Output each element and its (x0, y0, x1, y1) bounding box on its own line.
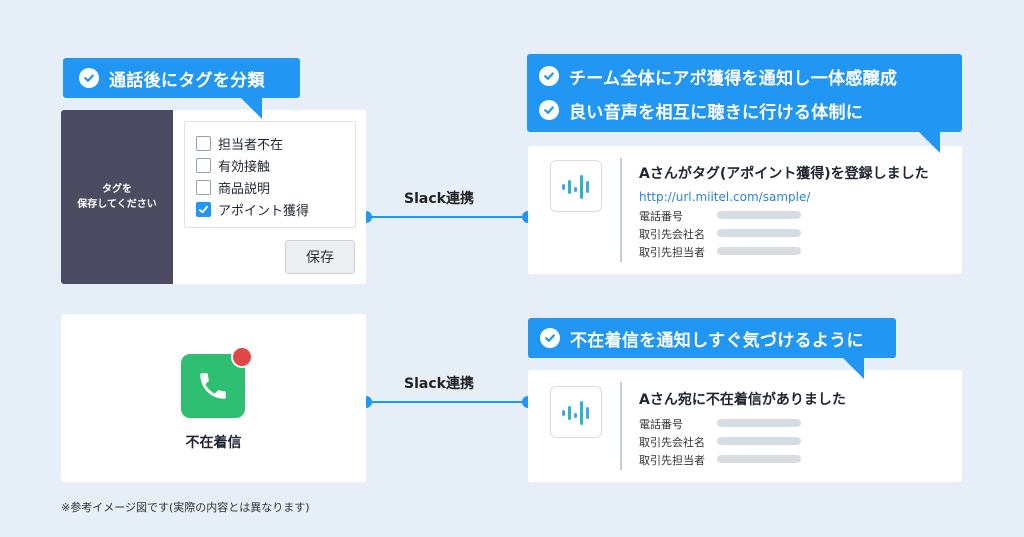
check-circle-icon (540, 328, 560, 348)
tag-panel-side-line2: 保存してください (77, 199, 157, 210)
save-button[interactable]: 保存 (285, 240, 355, 274)
field-label-company: 取引先会社名 (639, 436, 705, 449)
callout-missed-notify: 不在着信を通知しすぐ気づけるように (528, 318, 896, 358)
slack-link-label-bottom: Slack連携 (404, 376, 474, 392)
message-divider (620, 382, 622, 470)
checkbox[interactable] (196, 157, 211, 173)
field-placeholder-bar (717, 211, 801, 219)
callout-tail (240, 97, 262, 119)
message-title: Aさん宛に不在着信がありました (639, 392, 846, 408)
field-label-contact: 取引先担当者 (639, 246, 705, 259)
tag-checkbox-list: 担当者不在 有効接触 商品説明 アポイント獲得 (184, 121, 356, 228)
slack-message-card: Aさん宛に不在着信がありました 電話番号 取引先会社名 取引先担当者 (528, 370, 962, 482)
field-placeholder-bar (717, 437, 801, 445)
tag-option-label: 担当者不在 (218, 137, 284, 153)
callout-tail (918, 131, 940, 153)
audio-wave-icon (550, 386, 602, 438)
notification-badge-icon (231, 346, 253, 368)
missed-call-label: 不在着信 (185, 435, 242, 451)
callout-notify-team: チーム全体にアポ獲得を通知し一体感醸成 良い音声を相互に聴きに行ける体制に (527, 54, 962, 132)
footnote: ※参考イメージ図です(実際の内容とは異なります) (61, 501, 310, 514)
tag-option[interactable]: アポイント獲得 (185, 198, 355, 220)
field-placeholder-bar (717, 419, 801, 427)
tag-panel-side-line1: タグを (102, 183, 132, 195)
tag-panel-sidebar: タグを 保存してください (61, 110, 173, 284)
message-divider (620, 158, 622, 262)
field-label-contact: 取引先担当者 (639, 454, 705, 467)
field-label-phone: 電話番号 (639, 418, 683, 431)
field-label-phone: 電話番号 (639, 210, 683, 223)
message-url-link[interactable]: http://url.miitel.com/sample/ (639, 190, 811, 204)
slack-link-label-top: Slack連携 (404, 191, 474, 207)
check-icon (198, 205, 209, 213)
missed-call-panel: 不在着信 (61, 314, 366, 482)
tag-option-label: アポイント獲得 (218, 203, 310, 219)
callout-text: 良い音声を相互に聴きに行ける体制に (569, 102, 864, 123)
field-placeholder-bar (717, 229, 801, 237)
check-circle-icon (539, 66, 559, 86)
field-label-company: 取引先会社名 (639, 228, 705, 241)
checkbox[interactable] (196, 179, 211, 195)
checkbox-checked[interactable] (196, 201, 211, 217)
tag-option-label: 商品説明 (218, 181, 271, 197)
checkbox[interactable] (196, 135, 211, 151)
callout-tag-classify: 通話後にタグを分類 (63, 58, 300, 98)
tag-option[interactable]: 担当者不在 (185, 132, 355, 154)
slack-message-card: Aさんがタグ(アポイント獲得)を登録しました http://url.miitel… (528, 146, 962, 274)
callout-text: 不在着信を通知しすぐ気づけるように (570, 330, 864, 351)
tag-panel: タグを 保存してください 担当者不在 有効接触 商品説明 アポイント獲得 保存 (61, 110, 366, 284)
callout-tail (842, 357, 864, 379)
field-placeholder-bar (717, 455, 801, 463)
message-title: Aさんがタグ(アポイント獲得)を登録しました (639, 166, 929, 182)
tag-option-label: 有効接触 (218, 159, 271, 175)
audio-wave-icon (550, 160, 602, 212)
callout-text: チーム全体にアポ獲得を通知し一体感醸成 (569, 68, 898, 89)
field-placeholder-bar (717, 247, 801, 255)
tag-option[interactable]: 有効接触 (185, 154, 355, 176)
callout-text: 通話後にタグを分類 (109, 70, 265, 91)
check-circle-icon (539, 100, 559, 120)
tag-option[interactable]: 商品説明 (185, 176, 355, 198)
check-circle-icon (79, 68, 99, 88)
